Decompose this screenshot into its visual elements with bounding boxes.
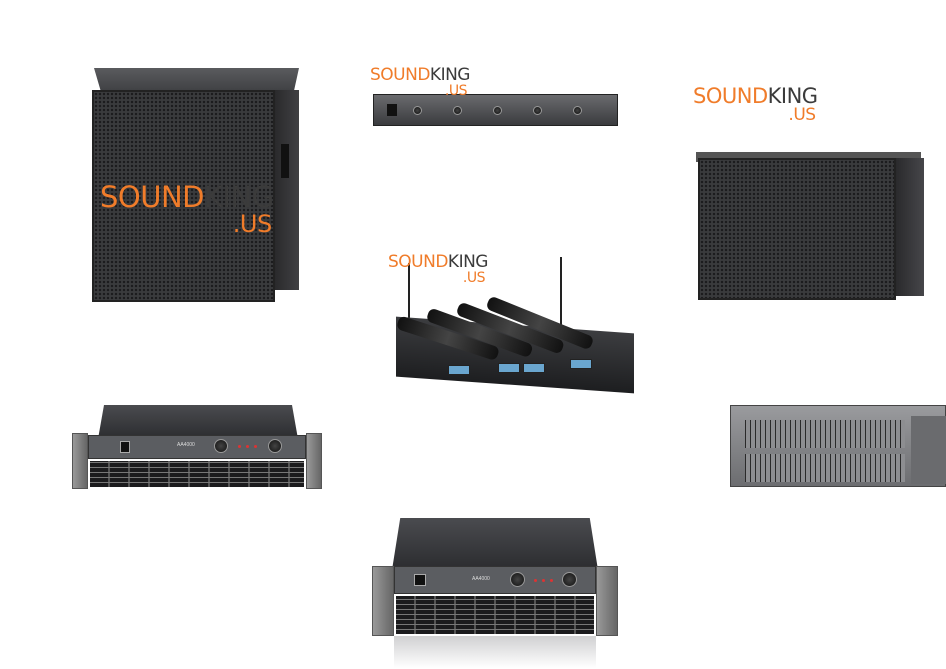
watermark-logo: SOUNDKING .US: [693, 86, 818, 124]
model-label: AA4000: [472, 576, 490, 582]
logo-us: .US: [462, 270, 486, 286]
eq-band-upper: [745, 420, 905, 448]
amp-top: [98, 405, 298, 439]
graphic-equalizer[interactable]: [730, 405, 946, 487]
knob: [493, 106, 502, 115]
knob: [413, 106, 422, 115]
logo-us: .US: [232, 210, 272, 238]
rack-ear-left: [72, 433, 88, 489]
power-switch: [120, 441, 130, 453]
watermark-logo: SOUNDKING .US: [370, 65, 471, 99]
knob-right: [268, 439, 282, 453]
led: [534, 579, 537, 582]
lcd-display: [498, 363, 520, 373]
power-amplifier-2u[interactable]: AA4000: [72, 405, 322, 491]
led: [254, 445, 257, 448]
vents: [396, 596, 594, 634]
logo-us: .US: [788, 105, 816, 125]
rack-ear-right: [306, 433, 322, 489]
led: [238, 445, 241, 448]
speaker-grille: [92, 90, 275, 302]
reflection: [394, 636, 596, 668]
rack-ear-right: [596, 566, 618, 636]
knob-left: [214, 439, 228, 453]
wireless-mic-system[interactable]: [388, 255, 636, 394]
knob: [453, 106, 462, 115]
logo-us: .US: [444, 83, 468, 99]
eq-band-lower: [745, 454, 905, 482]
logo-king: KING: [203, 180, 274, 214]
knob-right: [562, 572, 577, 587]
speaker-grille: [698, 158, 896, 300]
knob-left: [510, 572, 525, 587]
logo-sound: SOUND: [693, 84, 768, 108]
amp-top: [392, 518, 598, 570]
speaker-cabinet-right[interactable]: [696, 152, 928, 302]
power-amplifier-3u[interactable]: AA4000: [372, 518, 618, 668]
antenna: [408, 263, 410, 327]
power-switch: [414, 574, 426, 586]
knob: [533, 106, 542, 115]
speaker-top: [696, 152, 921, 162]
watermark-logo: SOUNDKING .US: [100, 180, 274, 238]
eq-controls: [911, 416, 946, 484]
logo-sound: SOUND: [100, 180, 204, 214]
led: [246, 445, 249, 448]
speaker-cabinet-left[interactable]: [88, 68, 303, 304]
model-label: AA4000: [177, 442, 195, 448]
rack-processor[interactable]: [373, 82, 618, 126]
speaker-side: [896, 158, 924, 296]
led: [550, 579, 553, 582]
watermark-logo: SOUNDKING .US: [388, 252, 489, 286]
rack-ear-left: [372, 566, 394, 636]
antenna: [560, 257, 562, 327]
handle: [281, 144, 289, 178]
lcd-display: [570, 359, 592, 369]
power-switch: [387, 104, 397, 116]
lcd-display: [523, 363, 545, 373]
logo-sound: SOUND: [388, 252, 448, 272]
logo-king: KING: [447, 252, 489, 272]
knob: [573, 106, 582, 115]
speaker-side: [275, 90, 299, 290]
vents: [90, 461, 304, 487]
lcd-display: [448, 365, 470, 375]
led: [542, 579, 545, 582]
logo-king: KING: [429, 65, 471, 85]
logo-king: KING: [767, 84, 818, 108]
logo-sound: SOUND: [370, 65, 430, 85]
